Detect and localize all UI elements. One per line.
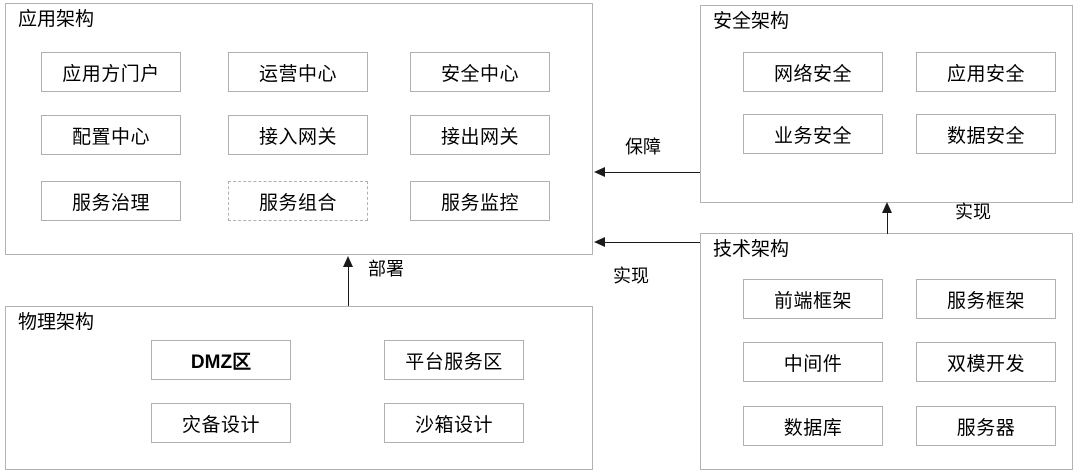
node-network-security[interactable]: 网络安全: [743, 52, 883, 92]
panel-title-security-architecture: 安全架构: [713, 11, 790, 32]
edge-label-bushu: 部署: [368, 259, 404, 279]
panel-title-application-architecture: 应用架构: [18, 9, 95, 30]
node-application-portal[interactable]: 应用方门户: [41, 52, 181, 92]
node-ingress-gateway[interactable]: 接入网关: [228, 115, 368, 155]
panel-application-architecture[interactable]: 应用架构 应用方门户 运营中心 安全中心 配置中心 接入网关 接出网关 服务治理…: [5, 3, 593, 255]
node-service-framework[interactable]: 服务框架: [916, 279, 1056, 319]
edge-arrowhead-technical-to-application: [594, 237, 605, 247]
node-middleware[interactable]: 中间件: [743, 342, 883, 382]
edge-label-shixian-tech-to-sec: 实现: [955, 202, 991, 222]
node-service-governance[interactable]: 服务治理: [41, 181, 181, 221]
panel-title-physical-architecture: 物理架构: [18, 312, 95, 333]
node-disaster-recovery-design[interactable]: 灾备设计: [151, 403, 291, 443]
edge-arrowhead-security-to-application: [594, 167, 605, 177]
node-sandbox-design[interactable]: 沙箱设计: [384, 403, 524, 443]
panel-title-technical-architecture: 技术架构: [713, 239, 790, 260]
node-egress-gateway[interactable]: 接出网关: [410, 115, 550, 155]
node-service-monitoring[interactable]: 服务监控: [410, 181, 550, 221]
node-service-composition[interactable]: 服务组合: [228, 181, 368, 221]
panel-technical-architecture[interactable]: 技术架构 前端框架 服务框架 中间件 双模开发 数据库 服务器: [700, 233, 1073, 470]
edge-arrowhead-technical-to-security: [882, 202, 892, 213]
node-application-security[interactable]: 应用安全: [916, 52, 1056, 92]
node-dmz-zone[interactable]: DMZ区: [151, 340, 291, 380]
edge-line-technical-to-application: [605, 242, 700, 243]
node-data-security[interactable]: 数据安全: [916, 114, 1056, 154]
panel-physical-architecture[interactable]: 物理架构 DMZ区 平台服务区 灾备设计 沙箱设计: [5, 306, 593, 470]
panel-security-architecture[interactable]: 安全架构 网络安全 应用安全 业务安全 数据安全: [700, 5, 1073, 203]
node-business-security[interactable]: 业务安全: [743, 114, 883, 154]
node-security-center[interactable]: 安全中心: [410, 52, 550, 92]
edge-label-baozhang: 保障: [625, 137, 661, 157]
node-database[interactable]: 数据库: [743, 406, 883, 446]
edge-line-security-to-application: [605, 172, 700, 173]
node-platform-service-zone[interactable]: 平台服务区: [384, 340, 524, 380]
edge-arrowhead-physical-to-application: [343, 256, 353, 267]
edge-line-physical-to-application: [348, 266, 349, 306]
node-config-center[interactable]: 配置中心: [41, 115, 181, 155]
node-frontend-framework[interactable]: 前端框架: [743, 279, 883, 319]
node-dual-mode-development[interactable]: 双模开发: [916, 342, 1056, 382]
node-operations-center[interactable]: 运营中心: [228, 52, 368, 92]
node-server[interactable]: 服务器: [916, 406, 1056, 446]
edge-line-technical-to-security: [887, 212, 888, 234]
edge-label-shixian-tech-to-app: 实现: [613, 266, 649, 286]
